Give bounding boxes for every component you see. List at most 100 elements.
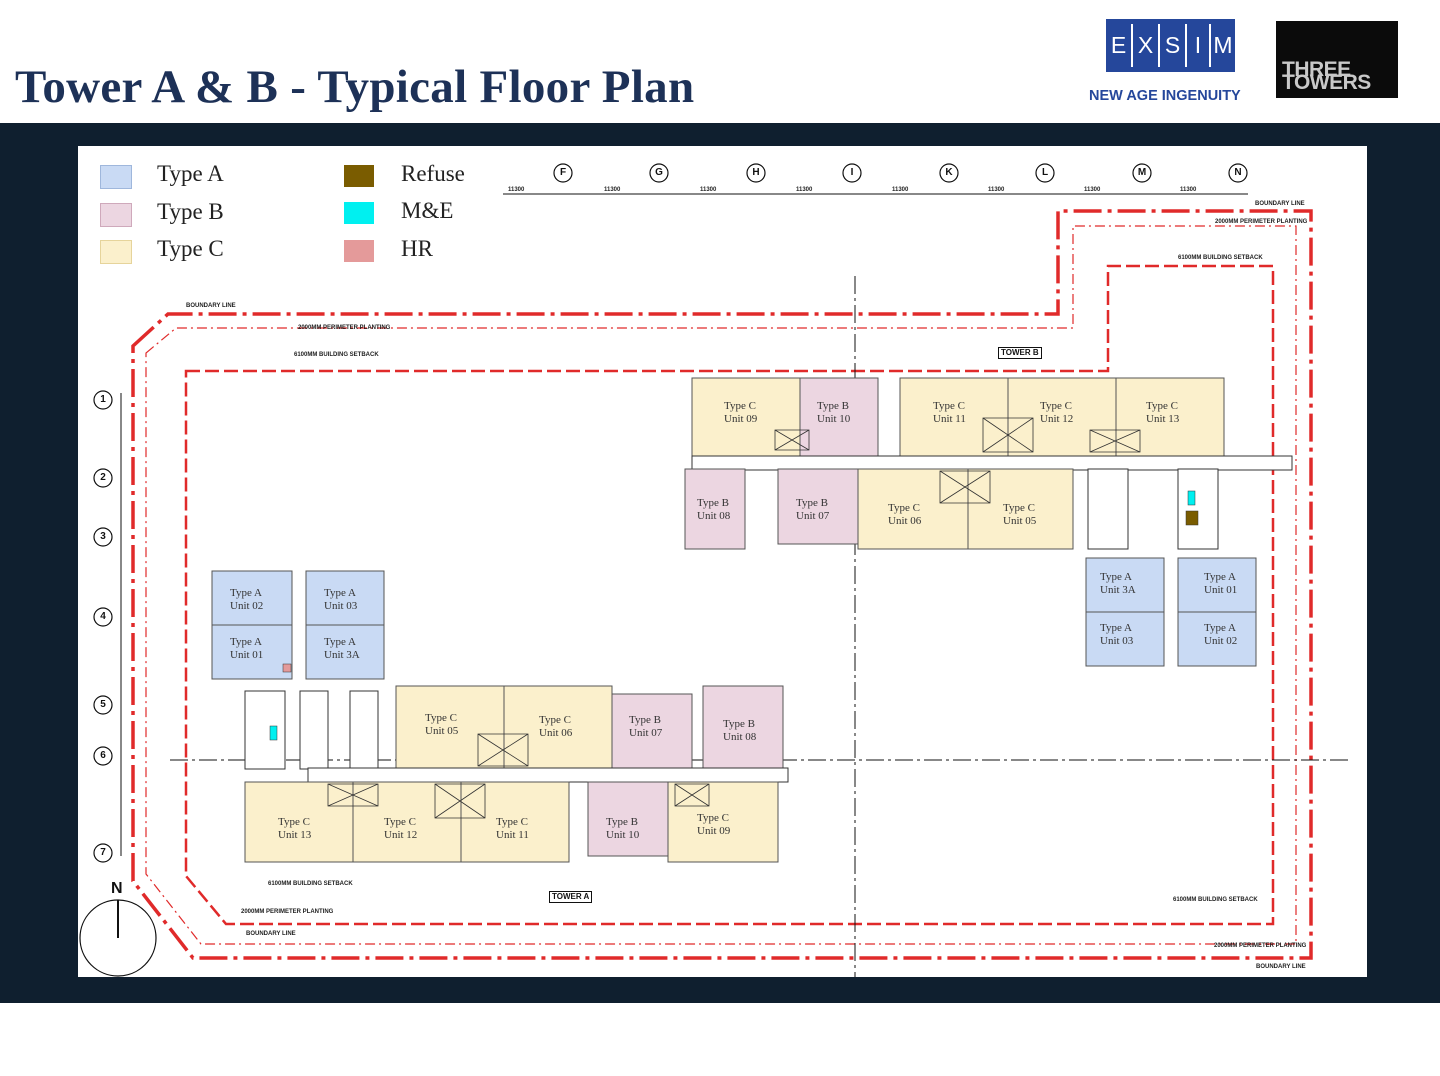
unit-shape xyxy=(967,468,1074,550)
floor-plan: Type A Type B Type C Refuse M&E HR F G H… xyxy=(78,146,1367,977)
unit-type: Type A xyxy=(1100,622,1132,634)
core xyxy=(244,690,286,770)
core xyxy=(299,690,329,770)
boundary-line-label: BOUNDARY LINE xyxy=(1256,964,1306,970)
grid-spacing: 11300 xyxy=(604,187,621,193)
unit-number: Unit 06 xyxy=(888,515,922,527)
unit-shape xyxy=(899,377,1009,457)
grid-bubble xyxy=(939,163,959,183)
unit-number: Unit 05 xyxy=(425,725,459,737)
exsim-tagline: NEW AGE INGENUITY xyxy=(1089,88,1241,104)
perimeter-planting-label: 2000MM PERIMETER PLANTING xyxy=(298,325,391,331)
three-towers-logo-line2: TOWERS xyxy=(1282,71,1371,94)
unit-shape xyxy=(702,685,784,769)
unit-type: Type C xyxy=(888,502,920,514)
boundary-line-label: BOUNDARY LINE xyxy=(1255,201,1305,207)
me-room xyxy=(1187,490,1196,506)
grid-spacing: 11300 xyxy=(700,187,717,193)
unit-type: Type A xyxy=(1100,571,1132,583)
core xyxy=(1087,468,1129,550)
unit-number: Unit 10 xyxy=(817,413,851,425)
floor-plan-drawing xyxy=(79,163,1351,977)
unit-type: Type C xyxy=(539,714,571,726)
unit-type: Type B xyxy=(606,816,638,828)
grid-spacing: 11300 xyxy=(796,187,813,193)
unit-shape xyxy=(395,685,505,769)
grid-letter: M xyxy=(1137,167,1147,178)
legend-label: HR xyxy=(401,236,433,261)
unit-number: Unit 08 xyxy=(723,731,757,743)
unit-number: Unit 01 xyxy=(230,649,264,661)
unit-type: Type C xyxy=(697,812,729,824)
unit-type: Type A xyxy=(230,636,262,648)
unit-number: Unit 02 xyxy=(1204,635,1238,647)
core xyxy=(349,690,379,770)
grid-bubble xyxy=(93,468,113,488)
grid-bubble xyxy=(93,746,113,766)
grid-bubble xyxy=(649,163,669,183)
grid-letter: F xyxy=(559,167,567,178)
grid-number: 2 xyxy=(100,472,106,483)
grid-bubble xyxy=(1132,163,1152,183)
grid-bubbles xyxy=(93,163,1248,863)
legend-swatch xyxy=(344,240,374,262)
grid-bubble xyxy=(93,695,113,715)
unit-type: Type B xyxy=(723,718,755,730)
void-marker xyxy=(982,417,1034,453)
grid-number: 4 xyxy=(100,611,106,622)
exsim-logo-letter: E xyxy=(1110,32,1127,58)
unit-number: Unit 13 xyxy=(1146,413,1180,425)
unit-type: Type B xyxy=(629,714,661,726)
unit-number: Unit 12 xyxy=(384,829,418,841)
perimeter-planting-line xyxy=(145,225,1297,945)
unit-number: Unit 03 xyxy=(1100,635,1134,647)
perimeter-planting-label: 2000MM PERIMETER PLANTING xyxy=(1215,219,1308,225)
exsim-logo-letter: M xyxy=(1213,32,1233,58)
legend-swatch xyxy=(100,240,132,264)
corridor xyxy=(691,455,1293,471)
unit-type: Type A xyxy=(324,587,356,599)
grid-letter: L xyxy=(1041,167,1049,178)
me-room xyxy=(269,725,278,741)
void-markers xyxy=(327,417,1141,819)
grid-letter: N xyxy=(1234,167,1242,178)
unit-number: Unit 09 xyxy=(697,825,731,837)
unit-shape xyxy=(244,781,354,863)
unit-number: Unit 11 xyxy=(496,829,529,841)
page-header: Tower A & B - Typical Floor Plan E X S I… xyxy=(0,0,1440,123)
logo-divider xyxy=(1158,24,1160,67)
legend-swatch xyxy=(100,203,132,227)
logo-divider xyxy=(1209,24,1211,67)
unit-type: Type C xyxy=(278,816,310,828)
unit-type: Type C xyxy=(496,816,528,828)
unit-type: Type A xyxy=(1204,571,1236,583)
legend-swatch xyxy=(344,165,374,187)
three-towers-logo-line1: THREE xyxy=(1282,58,1351,81)
grid-spacing: 11300 xyxy=(508,187,525,193)
void-marker xyxy=(434,783,486,819)
grid-bubble xyxy=(842,163,862,183)
setback-line xyxy=(184,264,1275,926)
grid-bubble xyxy=(746,163,766,183)
unit-shape xyxy=(684,468,746,550)
grid-bubble xyxy=(93,390,113,410)
tower-a-label: TOWER A xyxy=(549,891,593,903)
setback-label: 6100MM BUILDING SETBACK xyxy=(1178,255,1263,261)
unit-type: Type C xyxy=(1146,400,1178,412)
grid-spacing: 11300 xyxy=(1084,187,1101,193)
